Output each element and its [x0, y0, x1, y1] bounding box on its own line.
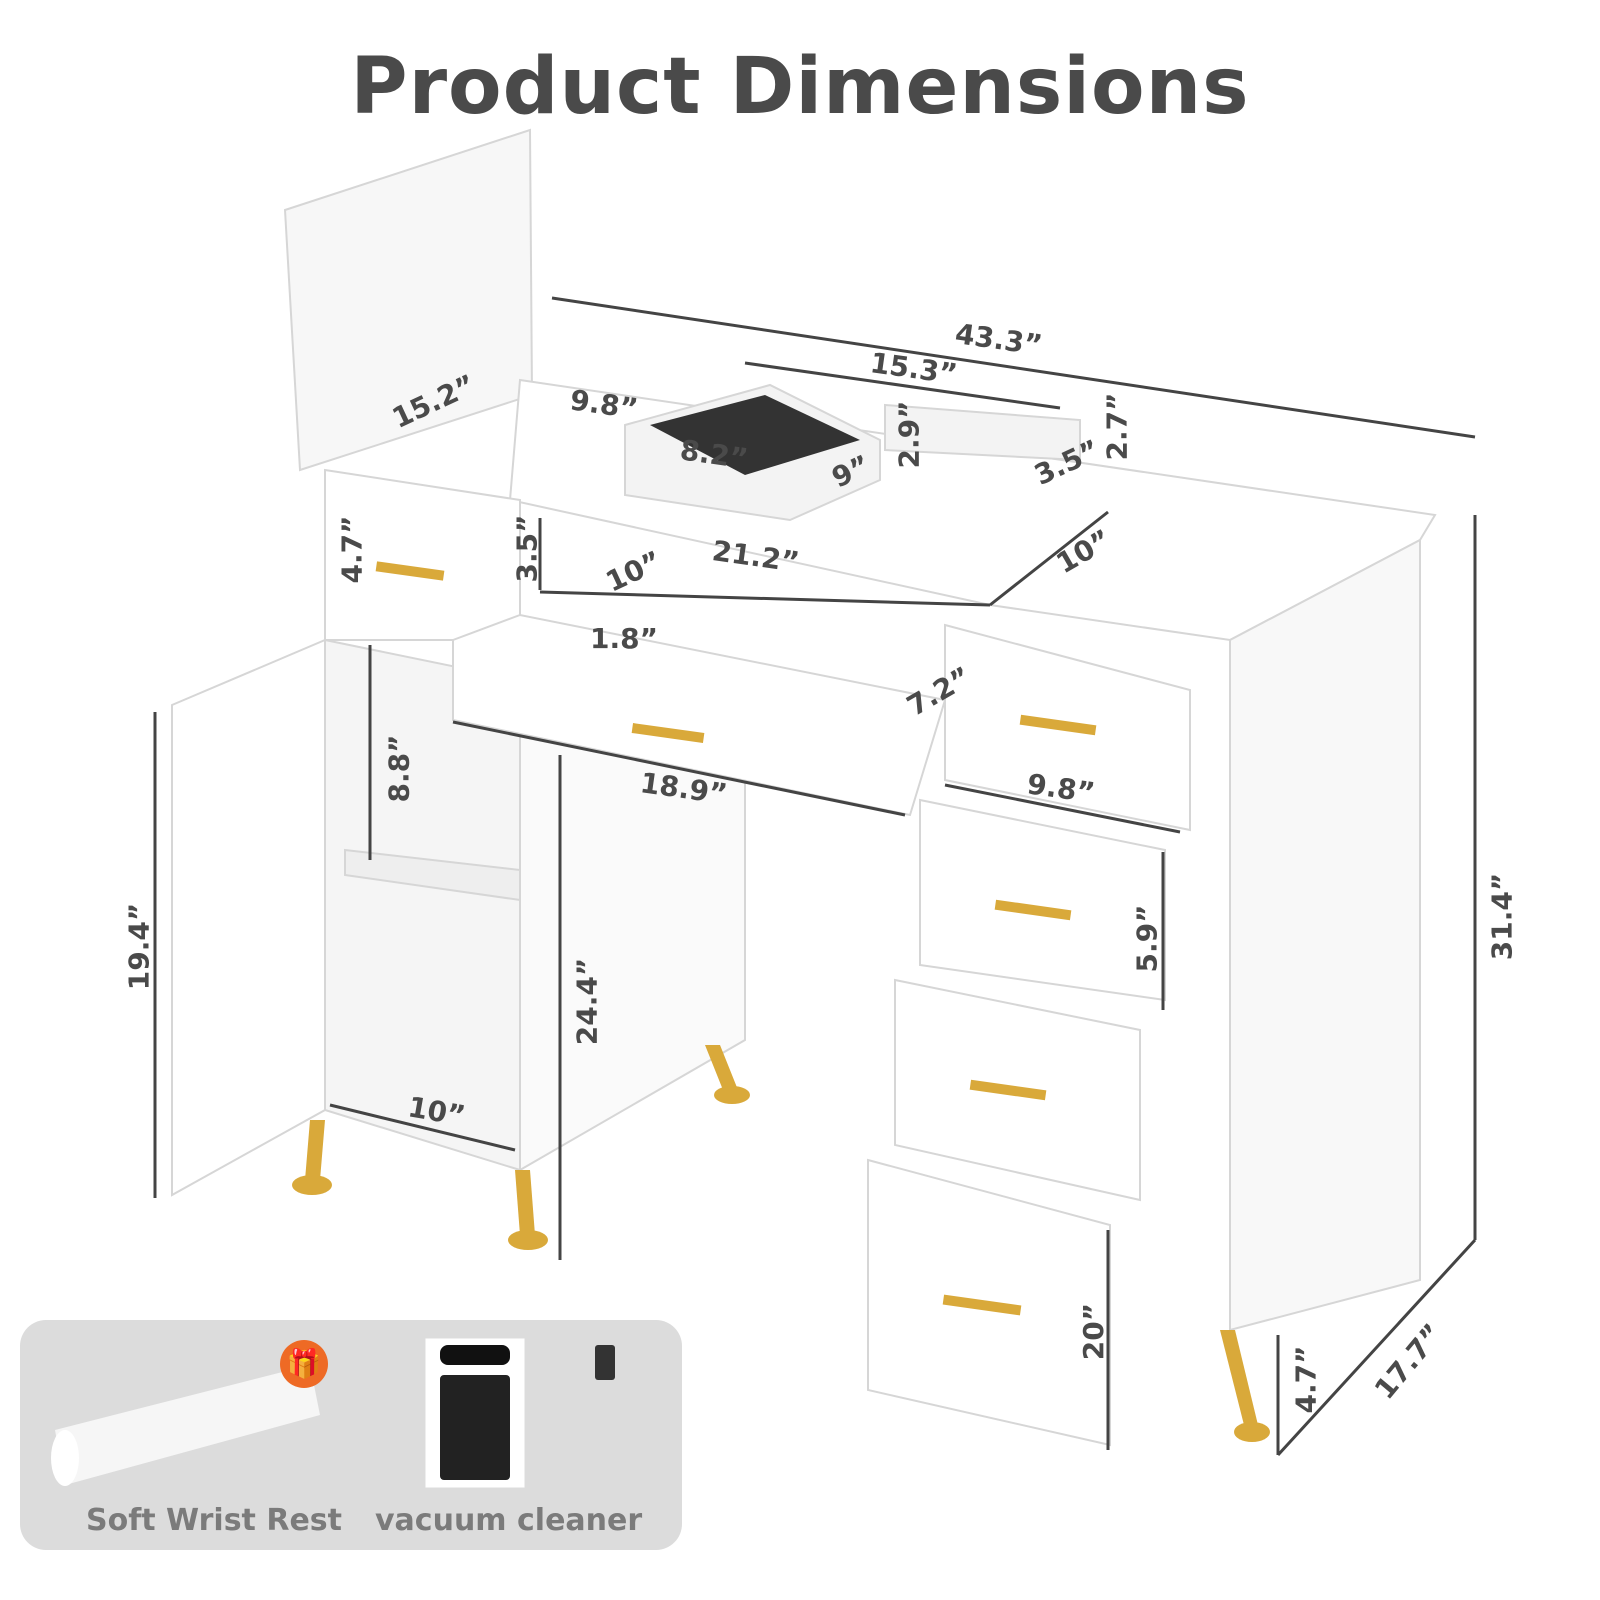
drawer-2	[919, 798, 1166, 1002]
dim-cabinet-height: 24.4”	[570, 957, 604, 1046]
wrist-rest-image	[55, 1365, 320, 1485]
dim-leg-height: 4.7”	[1289, 1345, 1323, 1414]
accessory-label-vacuum: vacuum cleaner	[375, 1503, 643, 1538]
accessory-label-wrist-rest: Soft Wrist Rest	[86, 1503, 342, 1538]
dim-wrist-rest-height: 2.7”	[1100, 392, 1134, 461]
dim-overall-height: 31.4”	[1485, 872, 1519, 961]
page-title: Product Dimensions	[350, 42, 1250, 132]
dimension-lines	[153, 296, 1477, 1457]
gold-handles	[292, 561, 1270, 1442]
accessories-panel: 🎁 Soft Wrist Rest vacuum cleaner	[20, 1320, 682, 1550]
dim-door-height: 19.4”	[122, 902, 156, 991]
dim-keyboard-drawer-height: 1.8”	[590, 622, 659, 655]
dim-side-drawer-height: 5.9”	[1130, 904, 1164, 973]
keyboard-drawer	[452, 613, 947, 817]
cabinet-shelf	[344, 848, 521, 902]
dim-top-drawer-height: 4.7”	[335, 515, 369, 584]
right-pedestal	[1229, 538, 1421, 1332]
gift-icon: 🎁	[280, 1340, 328, 1388]
cabinet-door	[171, 638, 326, 1197]
dim-cabinet-shelf-gap: 8.8”	[382, 734, 416, 803]
accessory-images	[51, 1337, 615, 1489]
dim-bottom-drawer-depth: 20”	[1077, 1302, 1111, 1361]
wrist-rest	[884, 403, 1081, 462]
dim-shelf-height: 3.5”	[510, 514, 544, 583]
dim-vacuum-height: 2.9”	[892, 400, 926, 469]
